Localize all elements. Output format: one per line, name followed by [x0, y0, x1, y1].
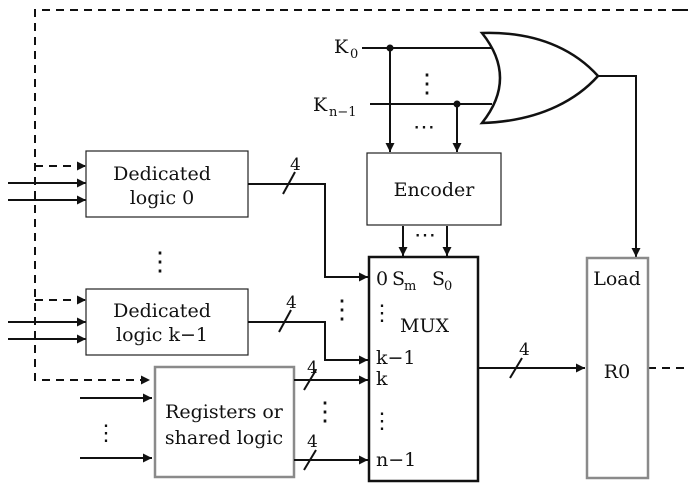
dedk1-label-line1: Dedicated: [113, 300, 211, 322]
encoder-inputs-ellipsis: ⋯: [413, 115, 435, 140]
mux-input-n-1: n−1: [376, 449, 416, 471]
regs-inputs: ⋮: [80, 393, 152, 463]
dedk1-inputs: [8, 317, 86, 344]
dedicated-logic-0-block: Dedicated logic 0: [85, 150, 249, 218]
bus-width-out: 4: [519, 340, 530, 360]
mux-select-s0-sub: 0: [444, 279, 452, 294]
regs-inputs-ellipsis: ⋮: [95, 421, 117, 446]
k0-label: K: [334, 36, 349, 58]
encoder-block: Encoder ⋯: [366, 152, 502, 256]
bus-width-regs-a: 4: [307, 358, 318, 378]
select-lines-ellipsis: ⋯: [414, 223, 436, 248]
feedback-path: [34, 9, 690, 385]
dedicated-ellipsis: ⋮: [147, 247, 173, 277]
mux-select-sm: S: [392, 268, 405, 290]
mux-select-s0: S: [432, 268, 445, 290]
encoder-label: Encoder: [394, 179, 476, 201]
mux-input-k-1: k−1: [376, 347, 416, 369]
mux-input-0: 0: [376, 268, 388, 290]
k0-label-sub: 0: [350, 47, 358, 62]
mux-output-bus: 4: [478, 340, 585, 379]
load-label: Load: [593, 268, 641, 290]
or-gate: [479, 31, 641, 257]
regs-label-line2: shared logic: [165, 427, 283, 449]
bus-width-ded0: 4: [290, 155, 301, 175]
ded0-label-line2: logic 0: [130, 187, 195, 209]
mux-input-k: k: [376, 368, 388, 390]
k-inputs: K 0 K n−1 ⋮ ⋯: [313, 36, 492, 152]
ded0-inputs: [8, 178, 86, 205]
registers-shared-logic-block: Registers or shared logic: [153, 365, 296, 479]
r0-register-block: Load R0: [585, 256, 650, 480]
dedicated-logic-k-1-block: Dedicated logic k−1: [85, 288, 249, 356]
r0-label: R0: [604, 361, 630, 383]
regs-label-line1: Registers or: [165, 401, 284, 423]
mux-input-buses: 4 4 4 4 ⋮ ⋮: [248, 155, 368, 471]
bus-width-dedk1: 4: [286, 293, 297, 313]
mux-select-sm-sub: m: [404, 279, 416, 294]
ded0-label-line1: Dedicated: [113, 163, 211, 185]
mux-block: 0 S m S 0 ⋮ MUX k−1 k ⋮ n−1: [367, 255, 480, 483]
kn1-label-sub: n−1: [329, 105, 357, 120]
mux-inputs-ellipsis-upper: ⋮: [329, 295, 355, 325]
mux-inputs-ellipsis-lower: ⋮: [312, 397, 338, 427]
dedk1-label-line2: logic k−1: [116, 324, 208, 346]
mux-ports-ellipsis-upper: ⋮: [371, 301, 393, 326]
bus-width-regs-b: 4: [307, 432, 318, 452]
kn1-label: K: [313, 94, 328, 116]
mux-label: MUX: [400, 315, 449, 337]
k-inputs-ellipsis: ⋮: [414, 69, 440, 99]
mux-ports-ellipsis-lower: ⋮: [371, 409, 393, 434]
